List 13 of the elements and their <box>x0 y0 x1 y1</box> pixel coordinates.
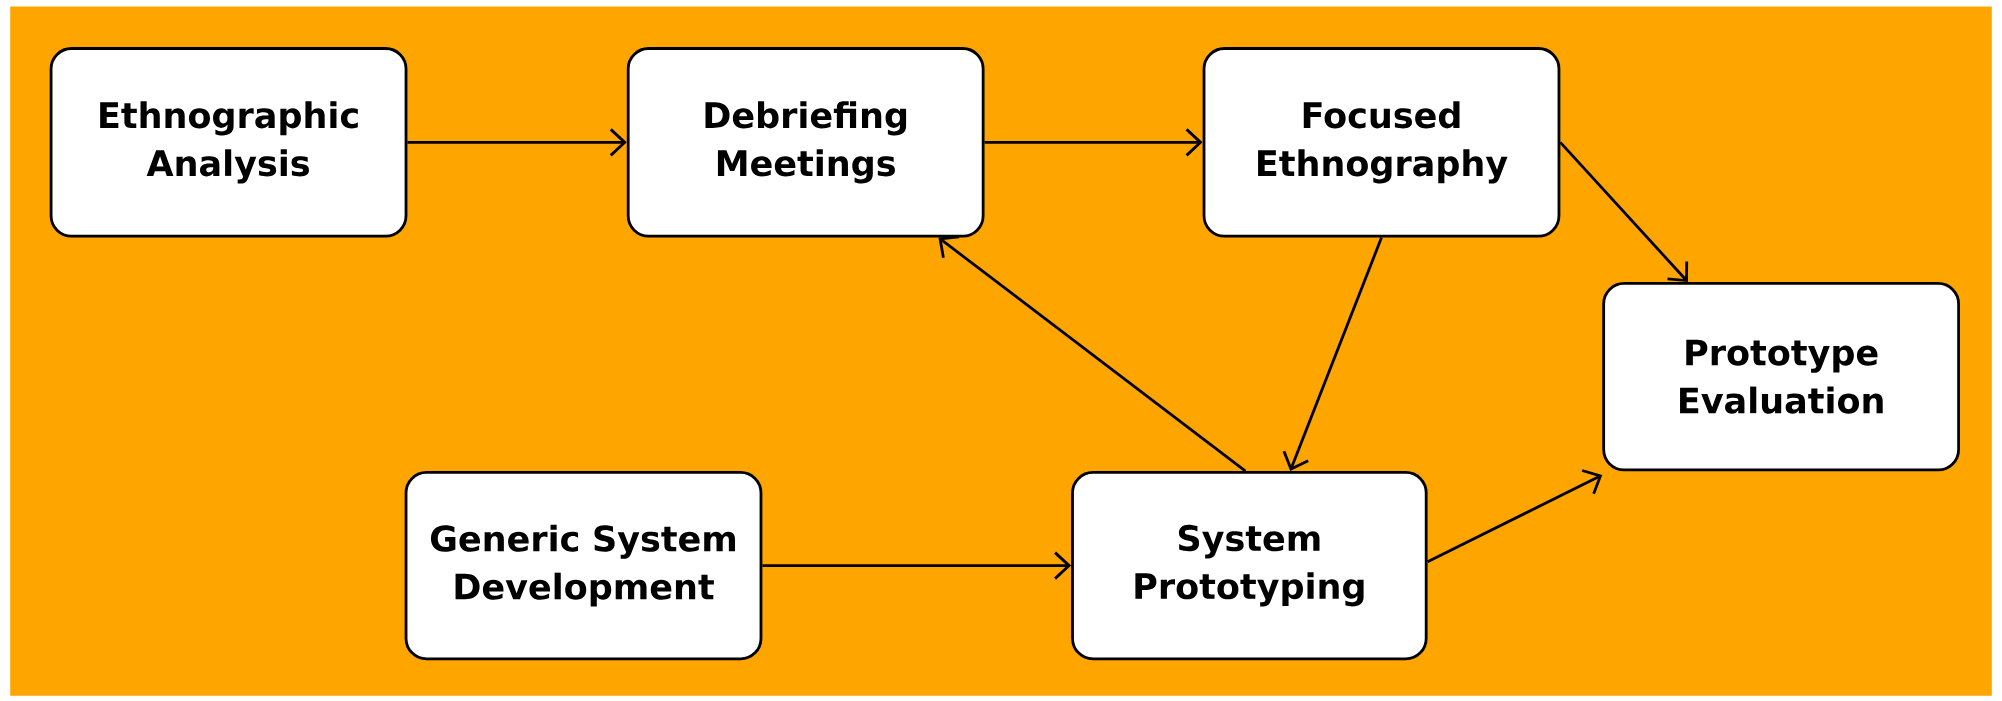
process-box: System Prototyping <box>1071 471 1428 661</box>
arrow <box>762 551 1072 580</box>
arrow <box>938 235 1247 473</box>
process-box: Generic System Development <box>404 471 763 661</box>
arrow <box>1282 237 1383 472</box>
process-box: Focused Ethnography <box>1202 47 1561 238</box>
arrow <box>1426 469 1603 564</box>
arrow <box>1559 141 1689 283</box>
process-box: Ethnographic Analysis <box>49 47 408 238</box>
process-box: Debriefing Meetings <box>626 47 985 238</box>
arrow <box>984 128 1203 157</box>
process-box: Prototype Evaluation <box>1602 282 1960 472</box>
arrow <box>407 128 627 157</box>
